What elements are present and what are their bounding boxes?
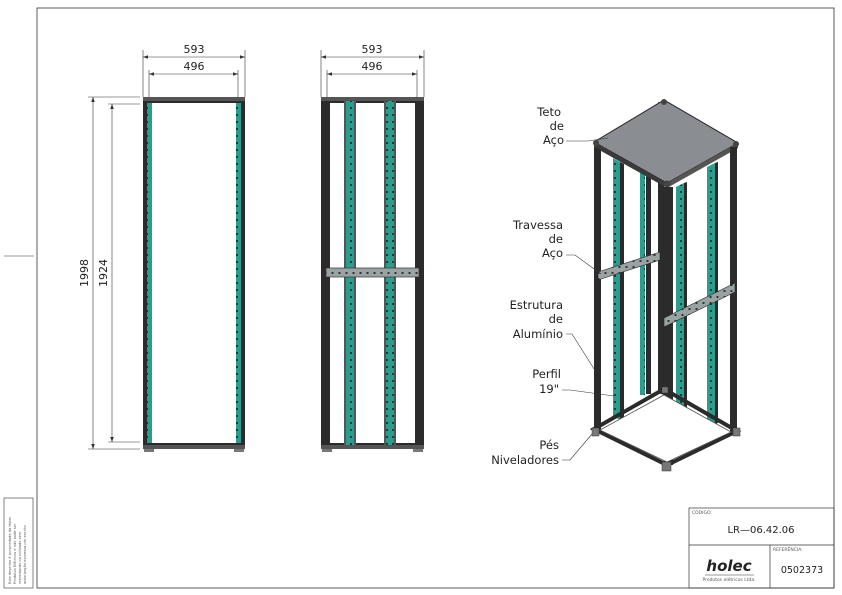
iso-steel-crossbar-left: [597, 251, 661, 281]
callout-estrutura: Estrutura de Alumínio: [510, 298, 597, 373]
iso-steel-crossbar-right: [663, 282, 736, 328]
isometric-view: [589, 99, 742, 472]
front-width-inner: 496: [184, 60, 205, 73]
callout-teto-line-1: Teto: [536, 105, 561, 119]
referencia-label: REFERÊNCIA:: [773, 545, 803, 553]
side-view: 593 496: [320, 43, 425, 452]
front-width-outer: 593: [184, 43, 205, 56]
front-view: 593 496 1998 1924: [78, 43, 246, 452]
iso-post-left: [594, 147, 601, 432]
brand-logo: holec: [706, 557, 751, 575]
callout-teto-line-2: de: [550, 119, 564, 133]
callout-estrutura-line-2: de: [549, 312, 563, 326]
callout-travessa-line-3: Aço: [542, 246, 563, 260]
copyright-note-box: Este desenho é propriedade da Holec Prod…: [3, 497, 34, 589]
callout-pes-line-1: Pés: [539, 438, 559, 452]
callout-pes-line-2: Niveladores: [491, 453, 559, 467]
referencia-value: 0502373: [781, 565, 823, 576]
front-foot-left: [144, 449, 154, 452]
front-foot-right: [234, 449, 244, 452]
callout-travessa-line-2: de: [549, 232, 563, 246]
iso-leveling-feet: [591, 386, 741, 472]
callout-perfil: Perfil 19": [532, 367, 615, 397]
sheet-border: [36, 7, 835, 589]
side-note-line-4: autorização expressa por escrito: [23, 525, 27, 584]
side-width-inner: 496: [362, 60, 383, 73]
side-foot-left: [322, 449, 332, 452]
callout-estrutura-line-1: Estrutura: [510, 298, 563, 312]
side-note-line-2: Produtos Elétricos e não pode ser: [13, 523, 17, 584]
callout-travessa: Travessa de Aço: [512, 218, 602, 275]
callout-travessa-line-1: Travessa: [512, 218, 563, 232]
title-block: CÓDIGO: LR—06.42.06 holec Produtos elétr…: [688, 507, 835, 589]
iso-post-front: [664, 187, 673, 465]
brand-subtitle: Produtos elétricos Ltda.: [702, 576, 755, 583]
callout-teto: Teto de Aço: [536, 105, 609, 147]
iso-rail-left-a: [613, 158, 620, 420]
front-height-inner: 1924: [97, 259, 110, 287]
side-note-line-1: Este desenho é propriedade da Holec: [8, 517, 12, 584]
callout-estrutura-line-3: Alumínio: [513, 327, 563, 341]
front-rail-right: [236, 103, 241, 443]
front-height-outer: 1998: [78, 259, 91, 287]
codigo-value: LR—06.42.06: [727, 525, 794, 536]
front-height-dimensions: [88, 96, 140, 450]
side-width-outer: 593: [362, 43, 383, 56]
iso-back-rail-2: [646, 162, 651, 394]
callout-teto-line-3: Aço: [543, 133, 564, 147]
side-width-dimensions: [320, 50, 425, 97]
side-note-line-3: reproduzido ou utilizado sem: [18, 531, 22, 584]
side-crossbar: [325, 267, 420, 278]
side-foot-right: [413, 449, 423, 452]
callout-perfil-line-2: 19": [539, 382, 559, 396]
front-width-dimensions: [142, 50, 246, 97]
callout-pes: Pés Niveladores: [491, 433, 593, 467]
codigo-label: CÓDIGO:: [692, 509, 712, 516]
callout-perfil-line-1: Perfil: [532, 367, 561, 381]
iso-back-rail-1: [640, 160, 645, 395]
front-rail-left: [147, 103, 152, 443]
